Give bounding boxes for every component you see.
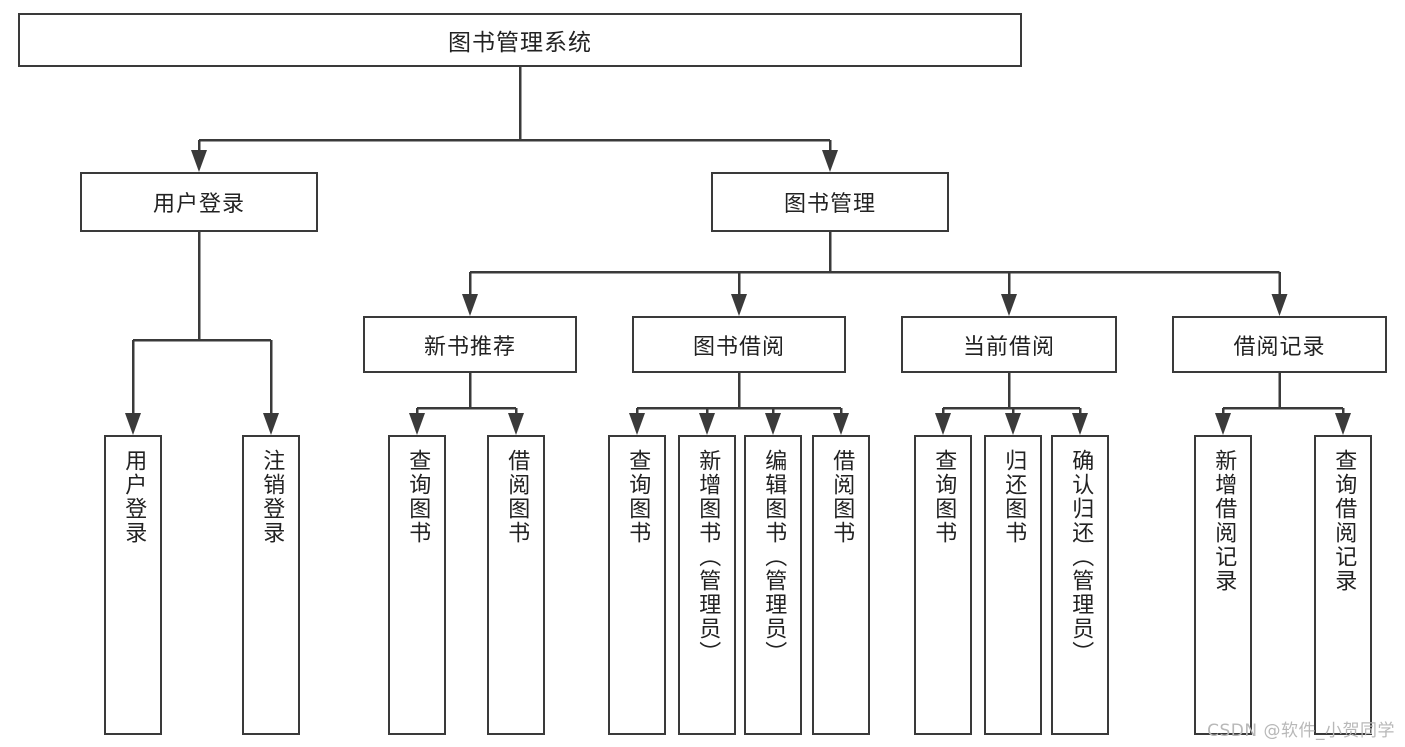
node-label: 图书管理 <box>783 192 876 217</box>
node-label: 新书推荐 <box>423 334 516 360</box>
node-label: 新增图书（管理员） <box>695 449 721 665</box>
node-label: 用户登录 <box>152 192 245 217</box>
node-leaf-query-book-current[interactable]: 查询图书 <box>914 435 972 735</box>
node-leaf-edit-book-admin[interactable]: 编辑图书（管理员） <box>744 435 802 735</box>
node-leaf-user-logout[interactable]: 注销登录 <box>242 435 300 735</box>
node-label: 查询借阅记录 <box>1331 449 1357 593</box>
node-leaf-add-book-admin[interactable]: 新增图书（管理员） <box>678 435 736 735</box>
node-leaf-borrow-book-recommend[interactable]: 借阅图书 <box>487 435 545 735</box>
watermark: CSDN @软件_小贺同学 <box>1207 721 1395 741</box>
node-label: 借阅记录 <box>1233 334 1326 360</box>
node-current-borrow[interactable]: 当前借阅 <box>901 316 1117 373</box>
node-label: 新增借阅记录 <box>1211 449 1237 593</box>
node-leaf-return-book[interactable]: 归还图书 <box>984 435 1042 735</box>
node-label: 图书管理系统 <box>448 30 592 56</box>
node-leaf-confirm-return-admin[interactable]: 确认归还（管理员） <box>1051 435 1109 735</box>
node-borrow-record[interactable]: 借阅记录 <box>1172 316 1387 373</box>
node-label: 当前借阅 <box>962 334 1055 360</box>
node-leaf-add-borrow-record[interactable]: 新增借阅记录 <box>1194 435 1252 735</box>
node-leaf-query-book-recommend[interactable]: 查询图书 <box>388 435 446 735</box>
node-root[interactable]: 图书管理系统 <box>18 13 1022 67</box>
node-book-borrow[interactable]: 图书借阅 <box>632 316 846 373</box>
node-label: 确认归还（管理员） <box>1068 449 1094 665</box>
node-label: 查询图书 <box>931 449 957 545</box>
node-label: 查询图书 <box>405 449 431 545</box>
node-label: 借阅图书 <box>829 449 855 545</box>
node-label: 归还图书 <box>1001 449 1027 545</box>
node-leaf-query-borrow-record[interactable]: 查询借阅记录 <box>1314 435 1372 735</box>
node-leaf-query-book-borrow[interactable]: 查询图书 <box>608 435 666 735</box>
node-label: 借阅图书 <box>504 449 530 545</box>
node-label: 用户登录 <box>121 449 147 545</box>
node-label: 编辑图书（管理员） <box>761 449 787 665</box>
node-user-login[interactable]: 用户登录 <box>80 172 318 232</box>
node-leaf-user-login[interactable]: 用户登录 <box>104 435 162 735</box>
node-book-manage[interactable]: 图书管理 <box>711 172 949 232</box>
node-new-book-recommend[interactable]: 新书推荐 <box>363 316 577 373</box>
node-leaf-borrow-book[interactable]: 借阅图书 <box>812 435 870 735</box>
node-label: 图书借阅 <box>692 334 785 360</box>
node-label: 查询图书 <box>625 449 651 545</box>
node-label: 注销登录 <box>259 449 285 545</box>
